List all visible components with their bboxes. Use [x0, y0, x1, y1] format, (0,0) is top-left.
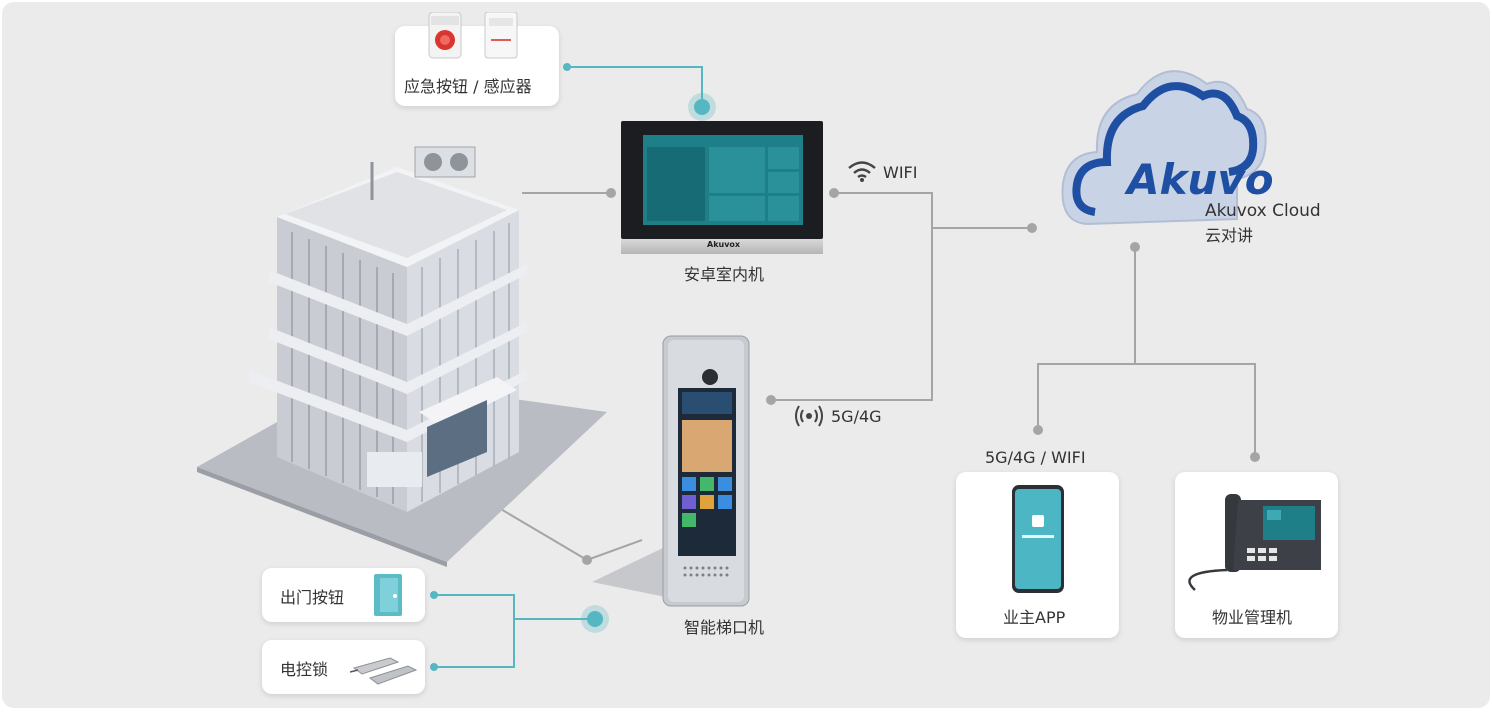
cloud-subtitle: 云对讲	[1205, 226, 1254, 245]
teal-node-dot	[694, 99, 710, 115]
elevator-panel-label: 智能梯口机	[684, 618, 765, 637]
smartphone-icon	[1012, 485, 1064, 593]
owner-app-label: 业主APP	[1003, 608, 1066, 627]
junction-dot	[582, 555, 592, 565]
indoor-monitor: Akuvox	[621, 121, 823, 254]
building-illustration	[197, 146, 607, 567]
junction-dot	[1250, 452, 1260, 462]
wifi-icon	[848, 161, 876, 182]
junction-dot	[829, 188, 839, 198]
property-phone-label: 物业管理机	[1212, 608, 1293, 627]
junction-dot	[766, 395, 776, 405]
cellular-label: 5G/4G	[831, 407, 882, 426]
electric-lock-label: 电控锁	[280, 660, 329, 679]
wifi-label: WIFI	[883, 163, 918, 182]
junction-dot	[1033, 425, 1043, 435]
akuvox-cloud-logo: Akuvox	[1061, 70, 1272, 226]
exit-button-card: 出门按钮	[262, 568, 425, 622]
junction-dot	[1027, 223, 1037, 233]
signal-broadcast-icon	[795, 405, 823, 427]
monitor-screen	[643, 135, 803, 225]
app-link-label: 5G/4G / WIFI	[985, 448, 1086, 467]
owner-app-card: 业主APP	[956, 472, 1119, 638]
elevator-panel	[592, 335, 750, 607]
magnetic-lock-icon	[350, 657, 418, 685]
desk-phone-icon	[1188, 494, 1321, 591]
junction-dot	[606, 188, 616, 198]
monitor-brand-logo: Akuvox	[707, 240, 741, 249]
sensor-card-label: 应急按钮 / 感应器	[404, 77, 532, 96]
indoor-monitor-label: 安卓室内机	[684, 265, 765, 284]
cloud-logo-text: Akuvox	[1124, 155, 1272, 204]
junction-dot	[1130, 242, 1140, 252]
electric-lock-card: 电控锁	[262, 640, 425, 694]
cloud-title: Akuvox Cloud	[1205, 201, 1321, 221]
emergency-button-icon	[428, 12, 518, 59]
exit-button-label: 出门按钮	[280, 588, 345, 607]
door-icon	[374, 574, 402, 616]
emergency-sensor-card: 应急按钮 / 感应器	[395, 12, 559, 106]
property-phone-card: 物业管理机	[1175, 472, 1338, 638]
teal-node-dot	[587, 611, 603, 627]
